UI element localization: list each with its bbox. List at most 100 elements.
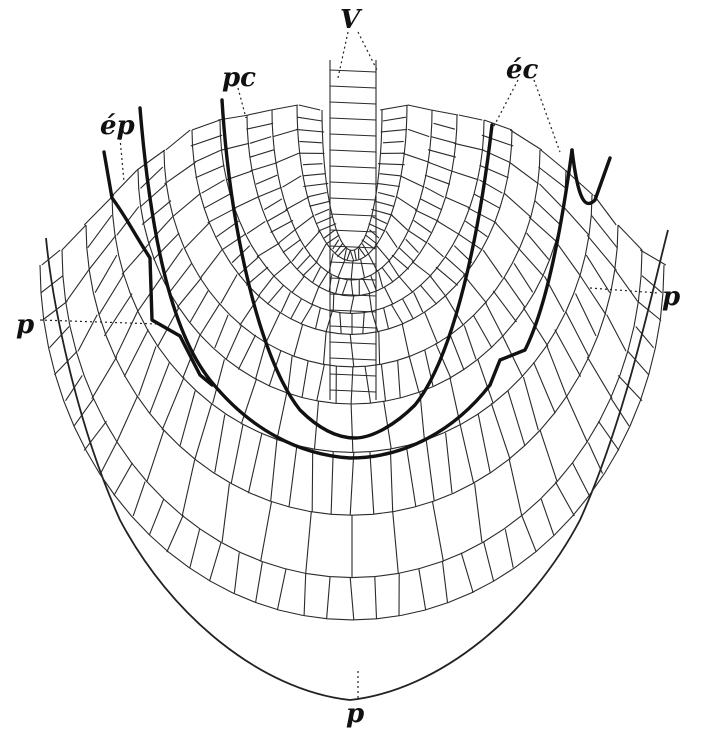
cell-wall: [420, 285, 436, 304]
cell-wall: [257, 243, 280, 257]
cell-wall: [330, 326, 376, 328]
cell-wall: [541, 499, 554, 535]
label-p-bottom: p: [346, 699, 364, 729]
cell-wall: [375, 577, 377, 619]
cell-wall: [534, 362, 556, 413]
cell-wall: [505, 529, 513, 567]
cell-wall: [563, 207, 589, 236]
cell-wall: [215, 315, 228, 348]
cell-wall: [351, 280, 353, 296]
cell-wall: [101, 443, 117, 474]
cell-wall: [182, 460, 194, 515]
cell-wall: [436, 267, 458, 285]
cell-wall: [277, 569, 286, 611]
cell-wall: [377, 183, 400, 186]
cell-wall: [451, 171, 478, 180]
cell-wall: [221, 275, 237, 304]
cell-wall: [289, 445, 297, 507]
cell-wall: [192, 120, 220, 130]
cell-wall: [142, 201, 171, 225]
cell-wall: [67, 270, 89, 301]
cell-wall: [250, 137, 271, 144]
cell-wall: [458, 234, 482, 250]
cell-wall: [397, 197, 417, 210]
cell-wall: [62, 225, 86, 250]
cell-wall: [273, 129, 298, 136]
cell-wall: [84, 195, 114, 225]
cell-wall: [350, 334, 354, 366]
cell-wall: [266, 312, 281, 343]
cell-wall: [330, 86, 376, 88]
cell-wall: [312, 449, 313, 511]
cell-wall: [286, 197, 310, 210]
cell-wall: [365, 366, 371, 403]
cell-wall: [141, 184, 167, 207]
cell-wall: [459, 115, 482, 120]
cell-wall: [371, 209, 392, 215]
cell-wall: [312, 287, 319, 304]
cell-wall: [191, 135, 223, 146]
cell-wall: [116, 312, 137, 357]
cell-wall: [354, 250, 356, 261]
epidermis-boundary-right: [572, 150, 610, 203]
cell-wall: [177, 278, 202, 308]
cell-wall: [419, 569, 426, 611]
cell-wall: [248, 433, 262, 493]
cell-wall: [508, 391, 525, 446]
cell-wall: [296, 129, 324, 132]
cell-wall: [393, 512, 399, 574]
cell-wall: [445, 257, 465, 275]
cell-wall: [319, 272, 329, 287]
cell-wall: [381, 129, 408, 132]
cell-wall: [324, 332, 327, 364]
cell-wall: [302, 361, 308, 398]
cell-wall: [122, 242, 150, 274]
cell-wall: [274, 261, 292, 276]
cell-wall: [226, 325, 241, 359]
cell-wall: [271, 440, 277, 501]
cell-wall: [264, 199, 282, 210]
cell-wall: [340, 313, 341, 334]
cell-wall: [380, 174, 401, 176]
cell-wall: [514, 263, 533, 292]
cell-wall: [493, 291, 516, 322]
cell-wall: [210, 542, 222, 581]
cell-wall: [222, 234, 246, 250]
cell-wall: [386, 231, 397, 247]
cell-wall: [330, 102, 376, 104]
cell-wall: [195, 403, 212, 460]
cortex-outer-boundary-left: [140, 108, 490, 458]
cell-wall: [92, 357, 117, 399]
root-cap-outline: [46, 230, 668, 700]
cell-wall: [271, 105, 298, 110]
cell-wall: [372, 217, 386, 224]
cell-wall: [95, 255, 117, 293]
cell-wall: [382, 267, 393, 282]
cell-wall: [305, 231, 320, 247]
cell-wall: [432, 501, 443, 562]
cell-wall: [406, 239, 419, 252]
cell-wall: [380, 105, 409, 110]
cell-wall: [336, 278, 340, 294]
cell-wall: [399, 248, 414, 262]
cell-wall: [594, 195, 616, 225]
cell-wall: [460, 424, 474, 483]
cell-wall: [384, 287, 392, 304]
cell-wall: [555, 330, 581, 377]
v-leader-2: [358, 32, 378, 72]
cell-wall: [535, 201, 560, 225]
cell-wall: [306, 512, 312, 574]
label-p-left: p: [16, 310, 34, 340]
cell-wall: [415, 210, 439, 222]
cell-wall: [313, 267, 321, 282]
cell-wall: [66, 375, 83, 400]
cell-wall: [491, 403, 510, 460]
cell-wall: [295, 215, 315, 230]
cell-wall: [618, 225, 642, 250]
cell-wall: [434, 123, 455, 129]
cell-wall: [351, 261, 353, 280]
cell-wall: [297, 117, 322, 121]
cell-wall: [541, 150, 565, 170]
cell-wall: [165, 162, 196, 184]
cell-wall: [429, 163, 451, 171]
